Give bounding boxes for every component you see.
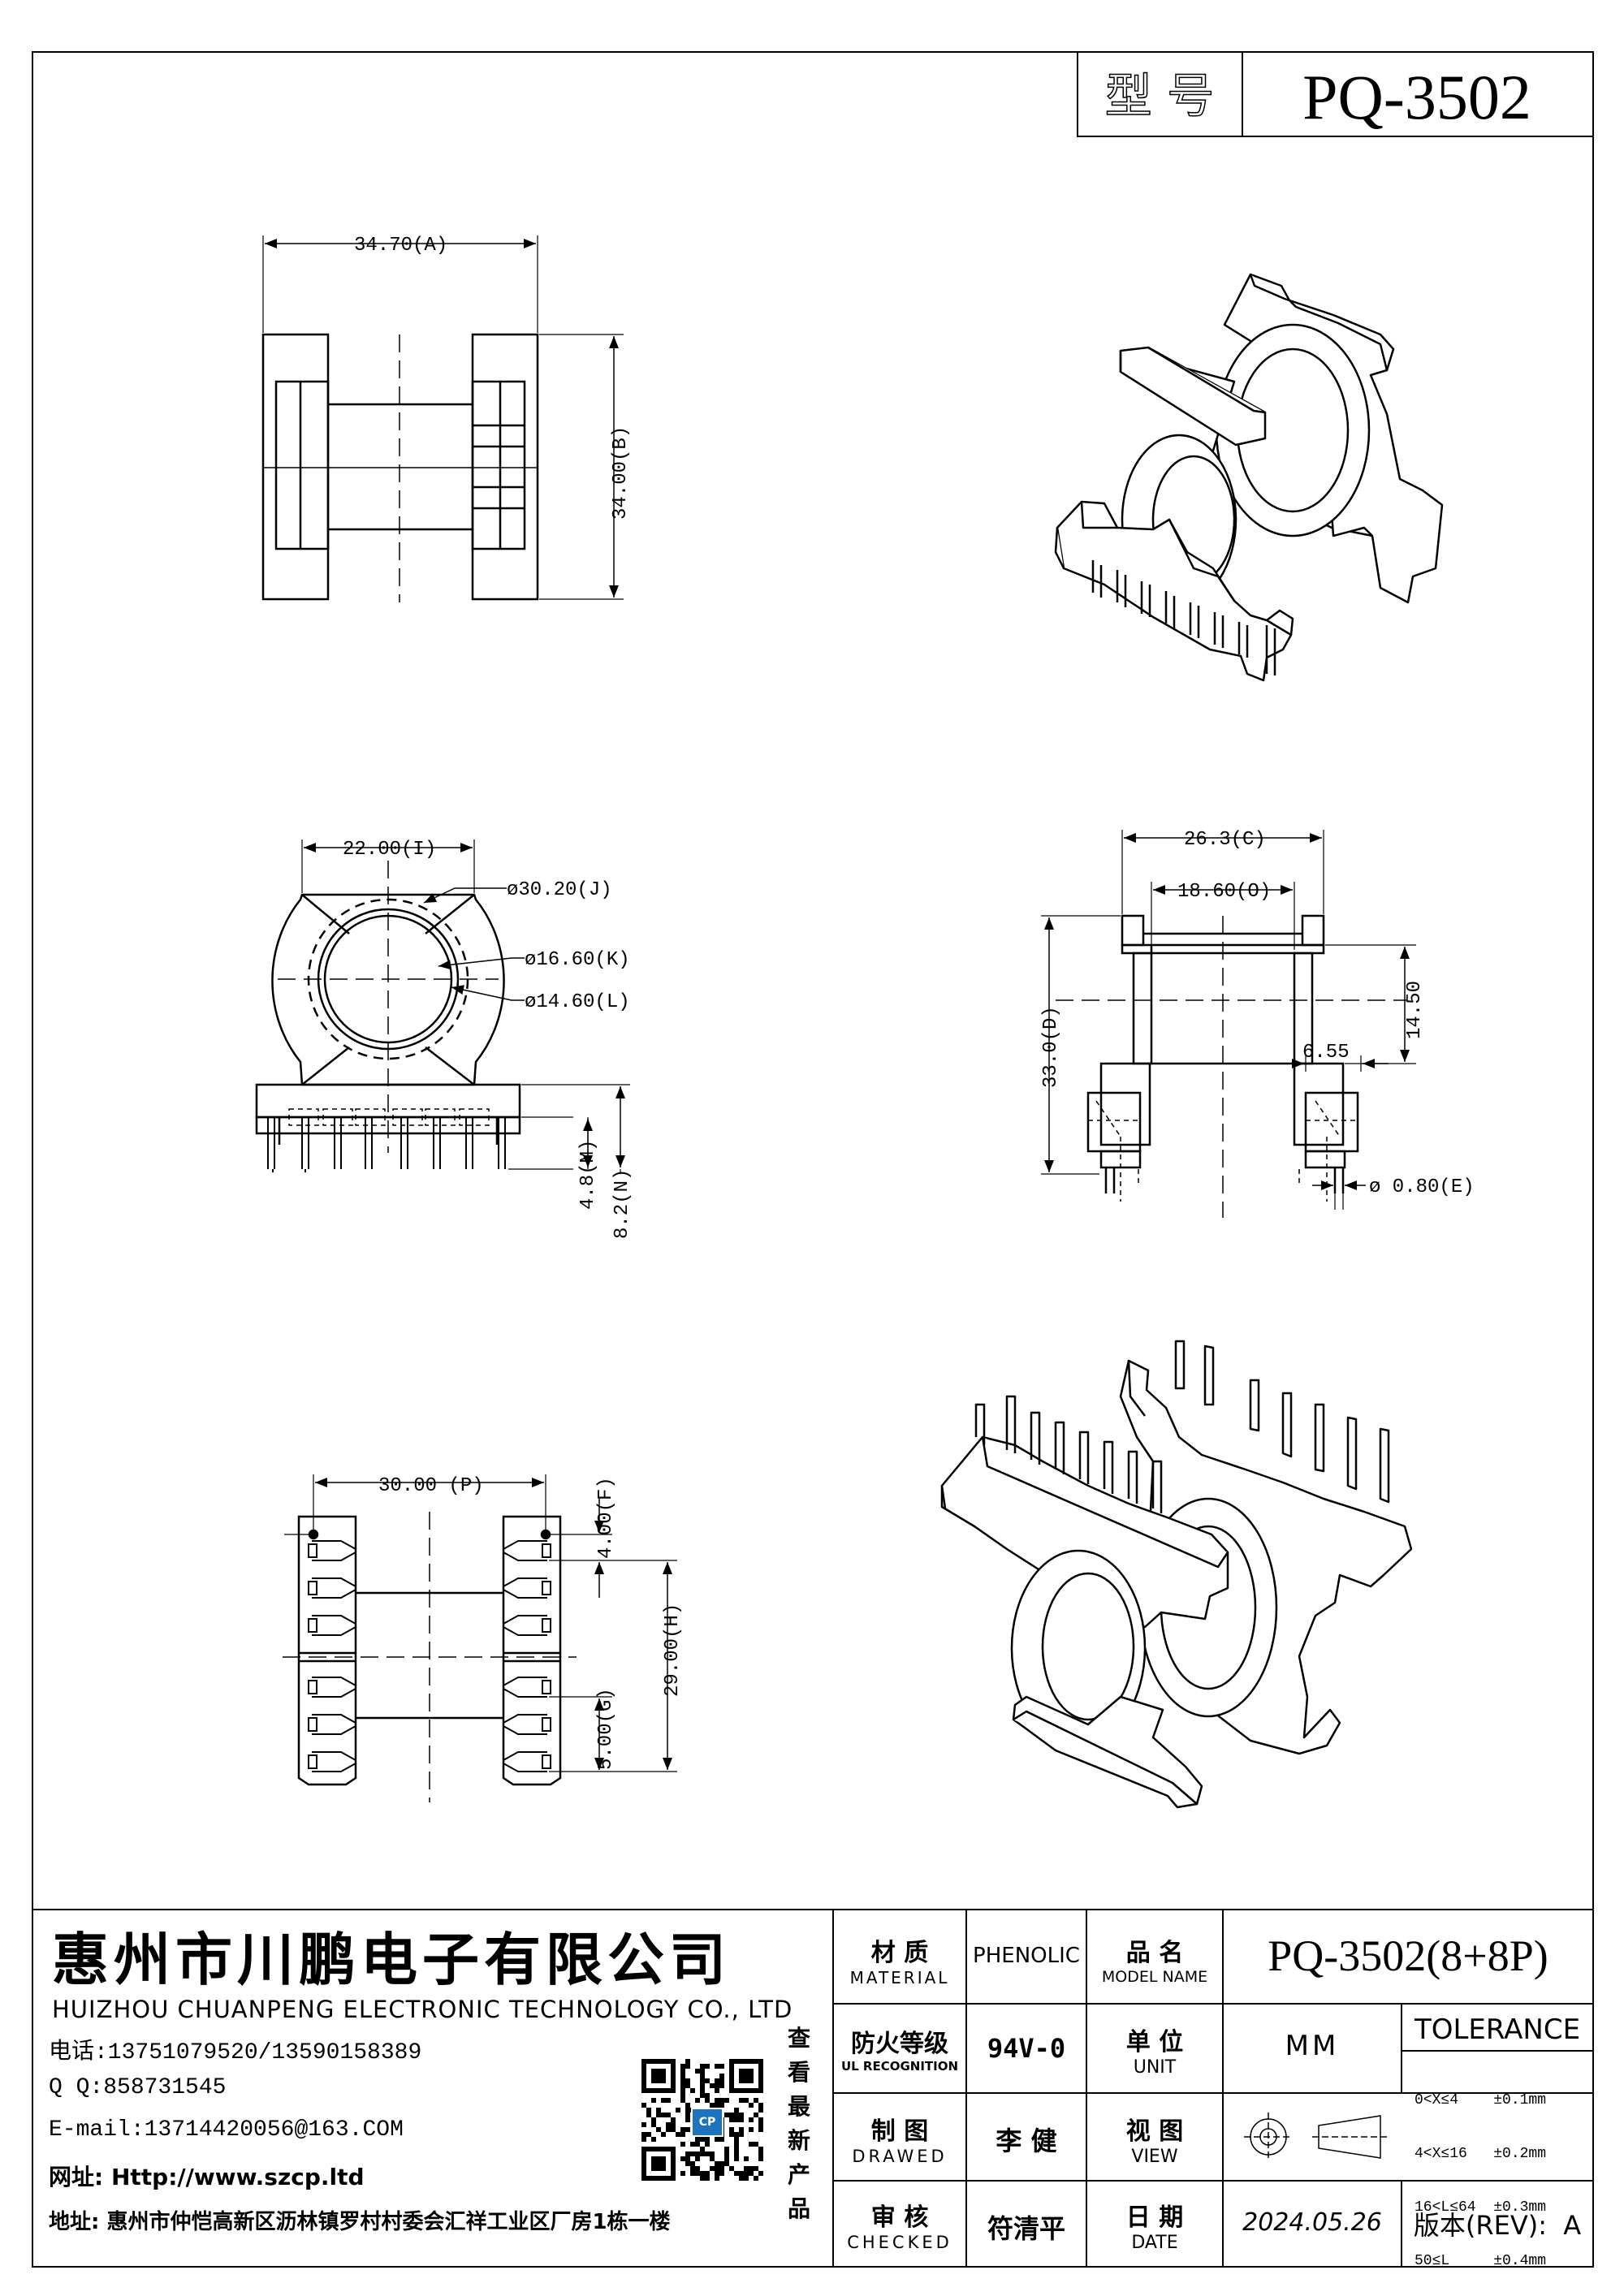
date-label: 日 期 DATE [1086, 2197, 1223, 2253]
material-value: PHENOLIC [973, 1944, 1080, 1968]
top-view [261, 235, 624, 602]
model-name-label-cn: 品 名 [1125, 1939, 1184, 1967]
fire-rating-label: 防火等级 UL RECOGNITION [833, 2023, 966, 2074]
company-address: 地址: 惠州市仲恺高新区沥林镇罗村村委会汇祥工业区厂房1栋一楼 [49, 2210, 671, 2234]
company-email: E-mail:13714420056@163.COM [49, 2117, 404, 2143]
bottom-view [283, 1474, 677, 1802]
dim-1450-label: 14.50 [1404, 981, 1426, 1039]
company-name-en: HUIZHOU CHUANPENG ELECTRONIC TECHNOLOGY … [52, 1996, 793, 2023]
dim-p-label: 30.00 (P) [378, 1475, 484, 1497]
company-website-link[interactable]: 网址: Http://www.szcp.ltd [49, 2164, 365, 2190]
projection-view-symbol [1244, 2113, 1387, 2161]
company-qq: Q Q:858731545 [49, 2075, 227, 2100]
dim-m-label: 4.8(M) [577, 1140, 599, 1210]
dim-f-label: 4.00(F) [595, 1477, 617, 1559]
tolerance-row: 4<X≤16 ±0.2mm [1415, 2146, 1547, 2162]
material-label: 材 质 MATERIAL [833, 1932, 966, 1987]
qr-caption-char: 产 [787, 2161, 810, 2188]
dim-b-label: 34.00(B) [610, 426, 632, 520]
dim-c-label: 26.3(C) [1184, 829, 1266, 851]
fire-rating-label-cn: 防火等级 [851, 2030, 948, 2058]
model-name-value: PQ-3502(8+8P) [1268, 1931, 1548, 1980]
drawn-value: 李 健 [996, 2126, 1057, 2156]
company-phone: 电话:13751079520/13590158389 [49, 2040, 422, 2065]
dim-l-label: ø14.60(L) [525, 991, 630, 1013]
dim-h-label: 29.00(H) [662, 1603, 684, 1697]
revision: 版本(REV): A [1402, 2205, 1593, 2242]
dim-k-label: ø16.60(K) [525, 949, 630, 971]
qr-caption: 查 看 最 新 产 品 [783, 2022, 815, 2226]
material-label-en: MATERIAL [849, 1968, 950, 1987]
tolerance-list: 0<X≤4 ±0.1mm 4<X≤16 ±0.2mm 16<L≤64 ±0.3m… [1415, 2056, 1546, 2288]
fire-rating-value: 94V-0 [987, 2033, 1066, 2064]
qr-caption-char: 看 [787, 2059, 810, 2086]
qr-caption-char: 最 [787, 2093, 810, 2120]
unit-label-cn: 单 位 [1125, 2028, 1184, 2056]
revision-value: A [1563, 2210, 1582, 2241]
model-label: 型 号 [1105, 68, 1214, 123]
dim-g-label: 5.00(G) [595, 1688, 617, 1770]
model-name-label: 品 名 MODEL NAME [1086, 1932, 1223, 1986]
model-header-box: 型 号 PQ-3502 [1077, 51, 1594, 137]
drawn-label-cn: 制 图 [870, 2117, 929, 2146]
drawn-label-en: DRAWED [852, 2147, 948, 2166]
view-label-cn: 视 图 [1125, 2117, 1184, 2146]
tolerance-row: 50≤L ±0.4mm [1415, 2253, 1547, 2269]
date-label-en: DATE [1131, 2233, 1178, 2253]
checked-label-en: CHECKED [847, 2233, 952, 2252]
qr-logo-badge: CP [691, 2108, 723, 2137]
qr-code [641, 2059, 763, 2181]
unit-label: 单 位 UNIT [1086, 2022, 1223, 2078]
qr-caption-char: 查 [787, 2025, 810, 2052]
checked-value: 符清平 [987, 2213, 1065, 2244]
view-label-en: VIEW [1131, 2147, 1178, 2167]
tolerance-row: 16<L≤64 ±0.3mm [1415, 2199, 1547, 2216]
checked-label: 审 核 CHECKED [833, 2197, 966, 2252]
isometric-view-bottom [940, 1340, 1413, 1809]
isometric-view-top [1054, 273, 1444, 682]
tolerance-label: TOLERANCE [1414, 2013, 1581, 2046]
date-value: 2024.05.26 [1242, 2208, 1382, 2237]
model-name-label-en: MODEL NAME [1101, 1968, 1208, 1986]
fire-rating-label-en: UL RECOGNITION [840, 2059, 959, 2074]
dim-n-label: 8.2(N) [611, 1169, 633, 1239]
title-block-grid [32, 1909, 1593, 2267]
qr-caption-char: 新 [787, 2127, 810, 2154]
dim-j-label: ø30.20(J) [507, 879, 612, 901]
dim-o-label: 18.60(O) [1177, 881, 1271, 903]
dim-655-label: 6.55 [1302, 1042, 1350, 1064]
company-name-cn: 惠州市川鹏电子有限公司 [52, 1926, 731, 1993]
checked-label-cn: 审 核 [870, 2203, 929, 2232]
qr-caption-char: 品 [787, 2195, 810, 2222]
revision-label: 版本(REV): [1413, 2210, 1548, 2241]
dim-i-label: 22.00(I) [343, 839, 436, 861]
material-label-cn: 材 质 [870, 1939, 929, 1967]
front-view [255, 839, 630, 1174]
view-label: 视 图 VIEW [1086, 2111, 1223, 2167]
dim-a-label: 34.70(A) [354, 235, 447, 257]
dim-e-label: ø 0.80(E) [1369, 1176, 1475, 1198]
date-label-cn: 日 期 [1125, 2203, 1184, 2232]
tolerance-row: 0<X≤4 ±0.1mm [1415, 2092, 1547, 2108]
unit-label-en: UNIT [1133, 2057, 1177, 2078]
unit-value: MM [1285, 2030, 1340, 2062]
drawn-label: 制 图 DRAWED [833, 2111, 966, 2166]
dim-d-label: 33.0(D) [1040, 1006, 1062, 1088]
model-value: PQ-3502 [1302, 62, 1531, 132]
sheet-border [32, 51, 1594, 2268]
side-view [1041, 830, 1416, 1218]
